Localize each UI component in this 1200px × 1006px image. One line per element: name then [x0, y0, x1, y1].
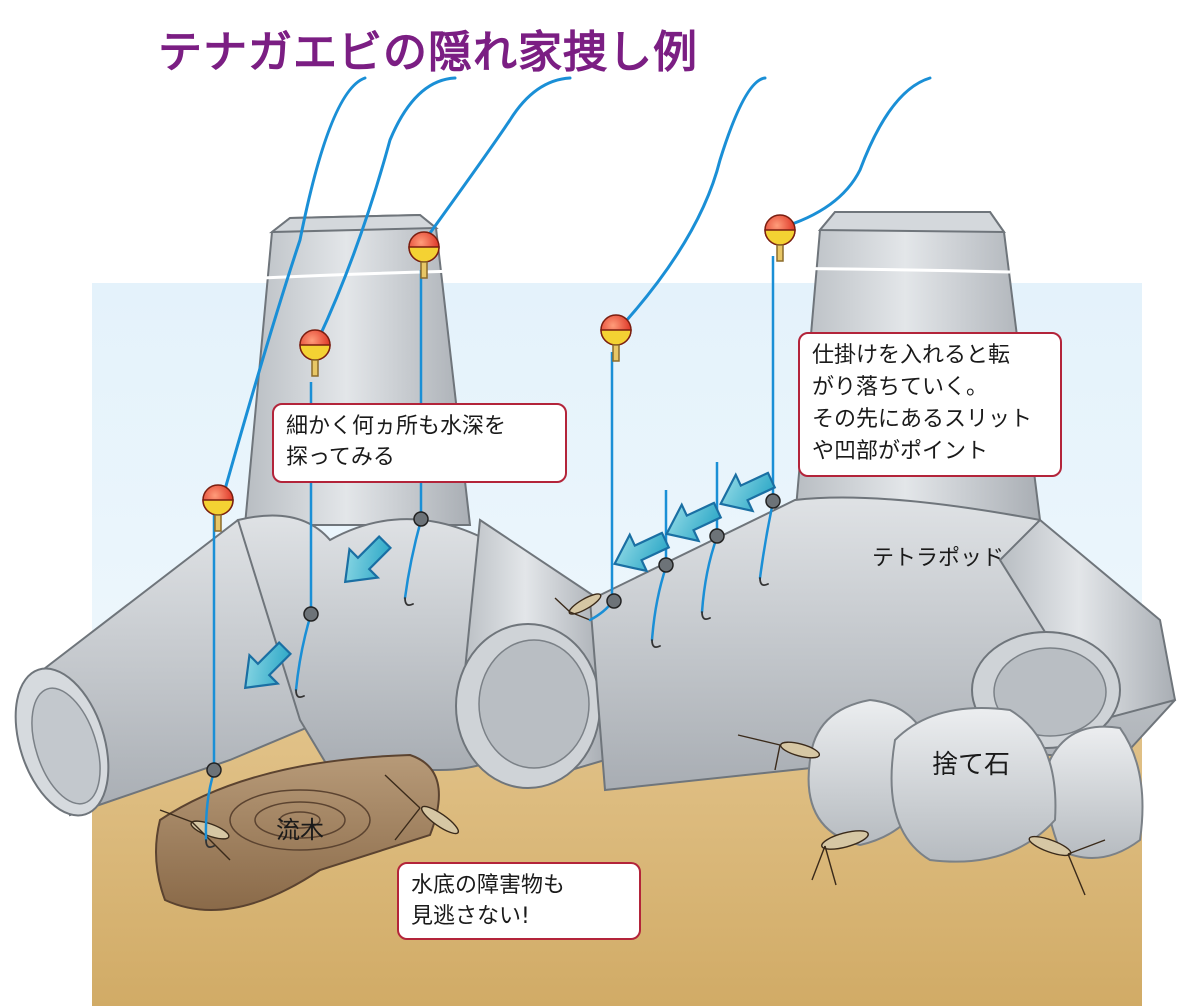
driftwood — [155, 753, 440, 911]
stones — [807, 698, 1144, 863]
page-title: テナガエビの隠れ家捜し例 — [158, 27, 698, 78]
shrimp-icon — [159, 593, 1106, 896]
sinker-icon — [206, 493, 781, 778]
callout-obstacle-tip: 水底の障害物も 見逃さない! — [397, 862, 641, 940]
callout-depth-tip-line1: 細かく何ヵ所も水深を — [286, 414, 507, 439]
callout-slit-tip-line4: や凹部がポイント — [812, 439, 989, 464]
callout-obstacle-tip-line1: 水底の障害物も — [411, 873, 566, 898]
water-surface — [261, 266, 1011, 280]
label-stones: 捨て石 — [932, 750, 1011, 780]
callout-slit-tip-line1: 仕掛けを入れると転 — [812, 343, 1011, 368]
float-icon — [202, 214, 796, 532]
callout-slit-tip: 仕掛けを入れると転 がり落ちていく。 その先にあるスリット や凹部がポイント — [798, 332, 1062, 477]
fishing-lines — [220, 76, 932, 502]
label-tetrapod: テトラポッド — [872, 546, 1005, 571]
tetrapod-left — [14, 213, 607, 817]
callout-slit-tip-line2: がり落ちていく。 — [812, 375, 989, 400]
callout-depth-tip: 細かく何ヵ所も水深を 探ってみる — [272, 403, 567, 483]
label-driftwood: 流木 — [276, 816, 324, 844]
callout-obstacle-tip-line2: 見逃さない! — [411, 904, 530, 929]
callout-slit-tip-line3: その先にあるスリット — [812, 407, 1033, 432]
callout-depth-tip-line2: 探ってみる — [286, 445, 395, 470]
